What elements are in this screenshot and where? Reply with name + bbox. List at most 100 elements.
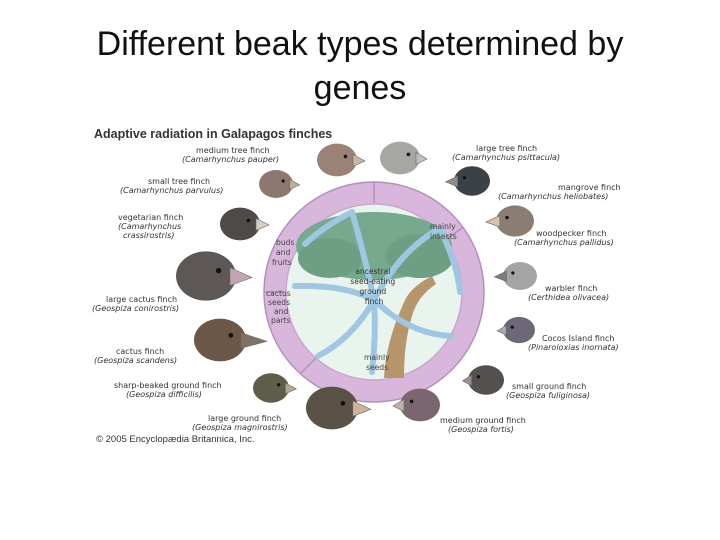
tree-trunk	[384, 276, 436, 378]
finch-head	[392, 388, 440, 422]
finch-eye	[340, 400, 346, 406]
finch-head	[176, 251, 253, 301]
diet-label-line: insects	[430, 232, 457, 241]
finch-head	[493, 262, 537, 290]
finch-head	[253, 373, 298, 403]
finch-common-name: mangrove finch	[558, 183, 621, 192]
finch-beak	[493, 270, 507, 282]
finch-head-shape	[380, 141, 420, 175]
finch-eye	[462, 176, 467, 180]
finch-beak	[352, 153, 366, 167]
diet-label-line: seeds	[366, 363, 388, 372]
finch-eye	[510, 325, 514, 329]
finch-head-shape	[220, 207, 260, 241]
center-label-line: ancestral	[355, 267, 390, 276]
slide-title: Different beak types determined by genes	[40, 22, 680, 110]
finch-eye	[228, 332, 234, 338]
finch-beak	[255, 217, 270, 231]
figure-title: Adaptive radiation in Galapagos finches	[94, 127, 333, 141]
finch-common-name: vegetarian finch	[118, 213, 183, 222]
finch-scientific-name: (Certhidea olivacea)	[528, 293, 609, 302]
finch-head-shape	[496, 205, 534, 237]
finch-beak	[392, 398, 405, 412]
finch-head	[462, 365, 504, 395]
finch-common-name: woodpecker finch	[536, 229, 607, 238]
finch-beak	[444, 175, 458, 188]
finch-scientific-name: (Camarhynchus pallidus)	[514, 238, 614, 247]
finch-common-name: Cocos Island finch	[542, 334, 614, 343]
finch-common-name: small ground finch	[512, 382, 586, 391]
finch-scientific-name: (Camarhynchus heliobates)	[498, 192, 608, 201]
finch-head	[496, 316, 535, 344]
finch-common-name: warbler finch	[545, 284, 597, 293]
finch-common-name: cactus finch	[116, 347, 164, 356]
finch-common-name: large cactus finch	[106, 295, 177, 304]
finch-beak	[485, 215, 501, 228]
finch-beak	[289, 178, 301, 190]
finch-common-name: large tree finch	[476, 144, 537, 153]
diet-label-line: mainly	[430, 222, 456, 231]
finch-head-shape	[468, 365, 504, 395]
finch-head-shape	[503, 316, 535, 344]
finch-common-name: medium ground finch	[440, 416, 526, 425]
tree-foliage	[386, 234, 454, 278]
finch-head	[306, 386, 372, 430]
finch-eye	[505, 215, 509, 220]
center-label-line: ground	[359, 287, 386, 296]
finch-beak	[229, 267, 253, 287]
diet-label-line: and	[276, 248, 290, 257]
finch-scientific-name: (Geospiza scandens)	[94, 356, 177, 365]
finch-scientific-name: (Geospiza difficilis)	[126, 390, 202, 399]
branching-lines	[292, 209, 463, 375]
finch-head-shape	[253, 373, 289, 403]
finch-scientific-name: (Camarhynchus	[118, 222, 181, 231]
finch-scientific-name: (Camarhynchus parvulus)	[120, 186, 223, 195]
finch-scientific-name: (Geospiza fuliginosa)	[506, 391, 590, 400]
finch-eye	[215, 267, 222, 274]
finch-eye	[246, 218, 251, 223]
finch-beak	[462, 374, 472, 387]
slide-title-line-2: genes	[313, 69, 407, 107]
finch-head-shape	[503, 262, 537, 290]
finch-eye	[511, 271, 515, 275]
ring-divider	[299, 357, 317, 375]
finch-beak	[415, 151, 428, 165]
finch-eye	[476, 375, 481, 379]
finch-head-shape	[400, 388, 440, 422]
finch-common-name: medium tree finch	[196, 146, 270, 155]
diet-label-line: cactus	[266, 289, 291, 298]
finch-scientific-name: (Camarhynchus pauper)	[182, 155, 279, 164]
center-label-line: seed-eating	[350, 277, 395, 286]
finch-head-shape	[194, 318, 246, 362]
finch-head-shape	[306, 386, 358, 430]
finch-scientific-name: (Geospiza conirostris)	[92, 304, 179, 313]
finch-eye	[409, 399, 414, 404]
copyright-notice: © 2005 Encyclopædia Britannica, Inc.	[96, 434, 255, 445]
finch-scientific-name: (Geospiza fortis)	[448, 425, 514, 434]
finch-scientific-name: (Geospiza magnirostris)	[192, 423, 288, 432]
finch-scientific-name: (Pinaroloxias inornata)	[528, 343, 619, 352]
finch-eye	[343, 154, 348, 159]
center-label: ancestral seed-eating ground finch	[350, 267, 397, 306]
finch-common-name: large ground finch	[208, 414, 281, 423]
finch-head	[380, 141, 428, 175]
finch-eye	[406, 152, 411, 157]
finch-beak	[240, 332, 268, 349]
diet-label-line: parts	[271, 316, 291, 325]
diet-label-insects: mainly insects	[430, 222, 458, 241]
diet-label-cactus: cactus seeds and parts	[266, 289, 293, 325]
diet-label-line: fruits	[272, 258, 292, 267]
diet-label-buds: buds and fruits	[272, 238, 297, 267]
finch-head	[194, 318, 268, 362]
finch-heads	[176, 141, 537, 430]
diet-label-line: and	[274, 307, 288, 316]
finch-common-name: small tree finch	[148, 177, 210, 186]
finch-beak	[352, 400, 372, 417]
finch-head	[220, 207, 270, 241]
diet-label-line: buds	[276, 238, 294, 247]
diet-label-line: mainly	[364, 353, 390, 362]
finch-head-shape	[259, 170, 293, 198]
finch-head	[485, 205, 534, 237]
finch-common-name: sharp-beaked ground finch	[114, 381, 222, 390]
